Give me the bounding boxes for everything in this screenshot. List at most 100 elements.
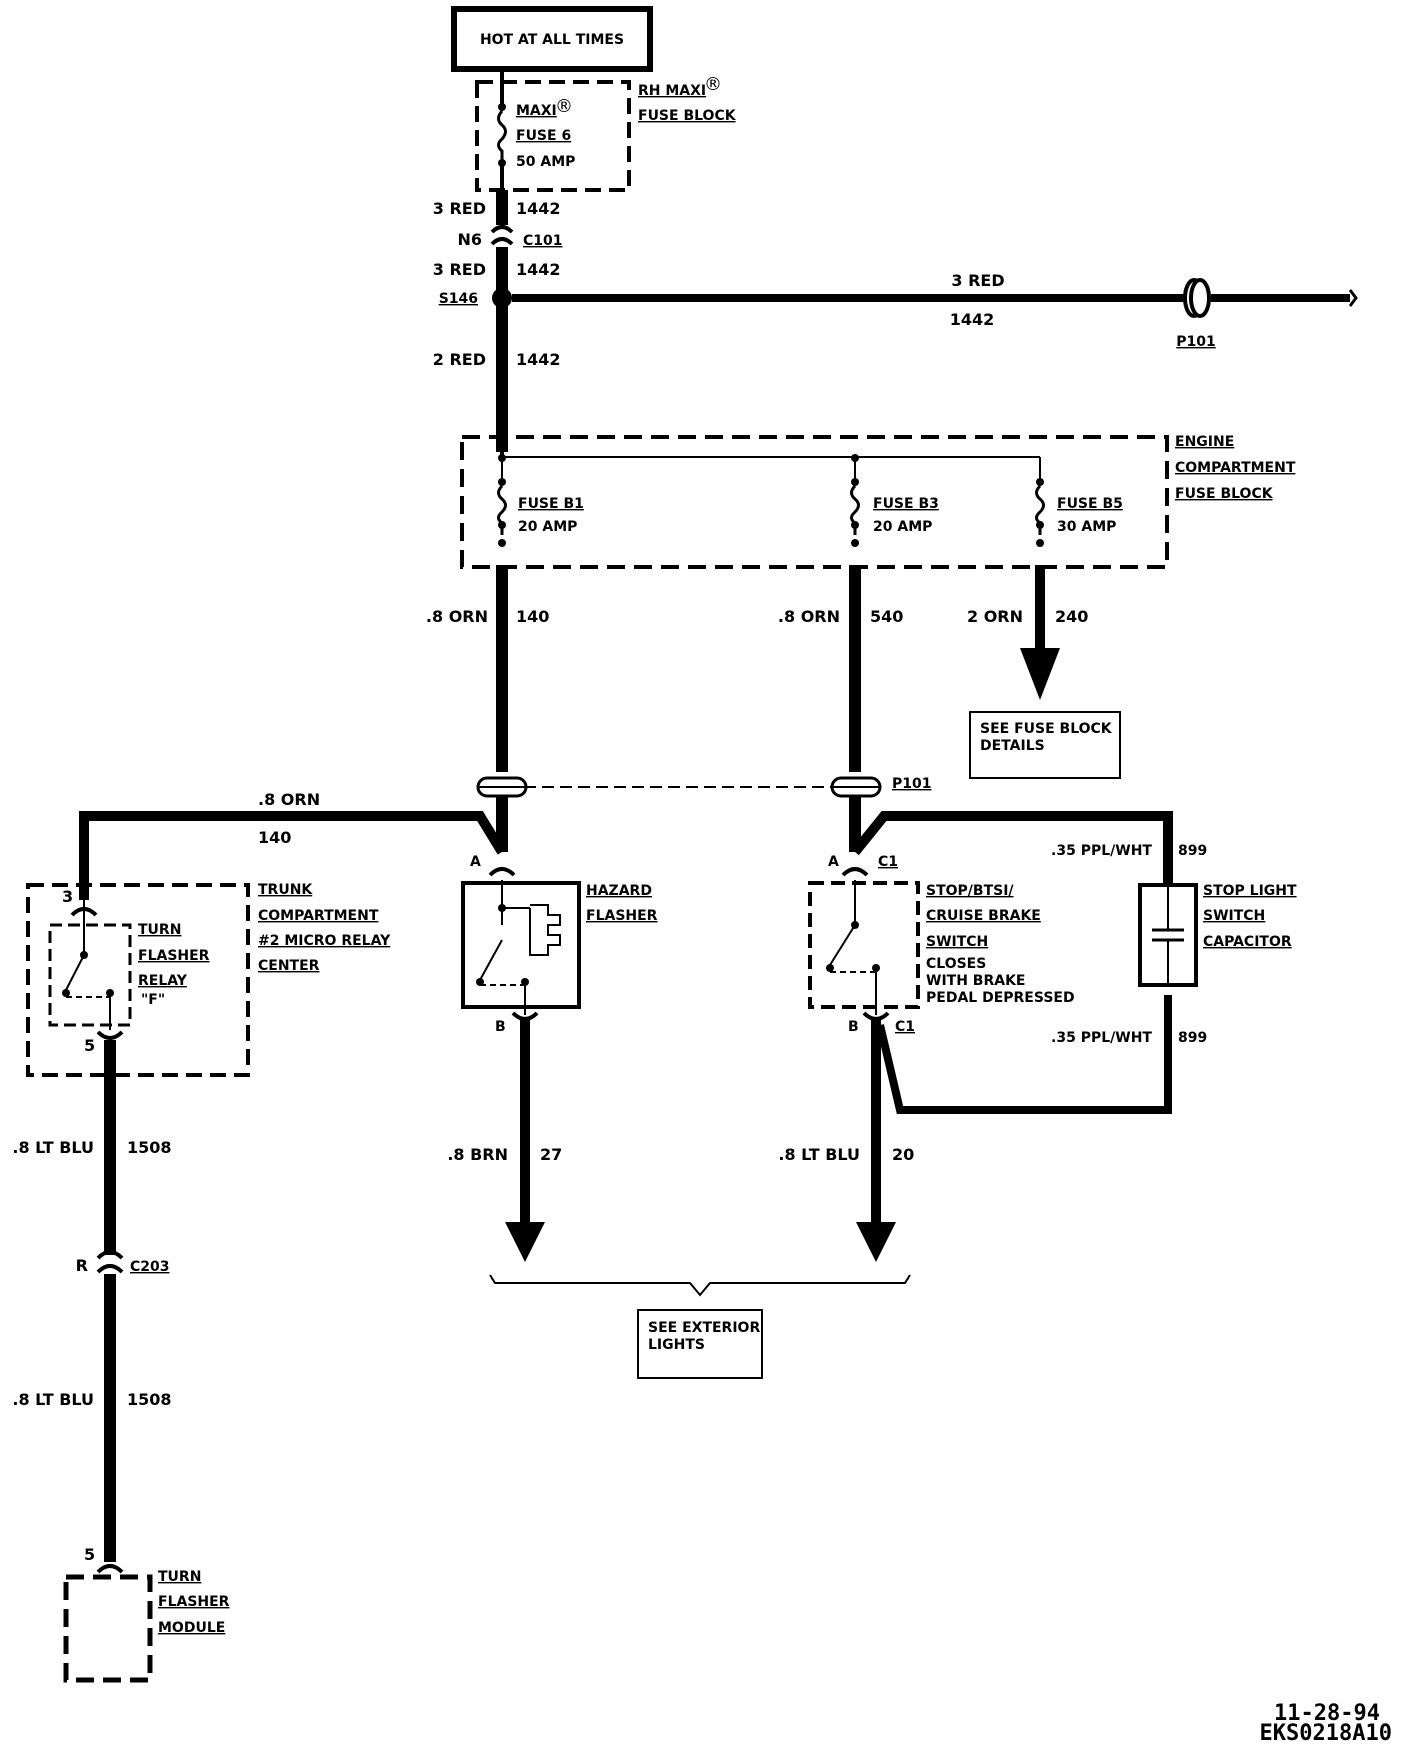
circuit-1442-mid: 1442 [516, 260, 561, 279]
rh-maxi-label: RH MAXI [638, 83, 706, 99]
out-b5-wire: 2 ORN [967, 607, 1023, 626]
fuse-b5-name: FUSE B5 [1057, 496, 1123, 512]
stop-conn-c1-top: C1 [878, 854, 898, 870]
relay-output-wire [96, 1040, 124, 1562]
maxi-fuse-block: MAXI ® FUSE 6 50 AMP [475, 69, 631, 192]
hot-label: HOT AT ALL TIMES [480, 32, 624, 48]
connector-pin-r: R [76, 1256, 88, 1275]
ext-wire-ltblu: .8 LT BLU [778, 1145, 860, 1164]
trunk-feed-circuit: 140 [258, 828, 291, 847]
relay-out-wire-upper: .8 LT BLU [12, 1138, 94, 1157]
fuse-b3 [850, 454, 860, 547]
maxi-fuse-rating: 50 AMP [516, 154, 575, 170]
fuse-b5 [1035, 478, 1045, 547]
center-title-3: #2 MICRO RELAY [258, 933, 391, 949]
stamp-code: EKS0218A10 [1260, 1721, 1392, 1746]
out-b3-wire: .8 ORN [778, 607, 840, 626]
exterior-lights-bracket: SEE EXTERIOR LIGHTS [489, 1274, 911, 1379]
engine-block-title-2: COMPARTMENT [1175, 460, 1296, 476]
exterior-lights-line2: LIGHTS [648, 1337, 705, 1353]
stop-switch [808, 811, 1173, 1262]
center-title-1: TRUNK [258, 882, 313, 898]
fuse-b5-rating: 30 AMP [1057, 519, 1116, 535]
hazard-pin-b: B [495, 1019, 506, 1035]
circuit-1442-lower: 1442 [516, 350, 561, 369]
engine-block-title-1: ENGINE [1175, 434, 1234, 450]
connector-c203: C203 [130, 1259, 170, 1275]
maxi-fuse-name: FUSE 6 [516, 128, 571, 144]
cap-title-1: STOP LIGHT [1203, 883, 1297, 899]
wire-3red-mid: 3 RED [433, 260, 486, 279]
trunk-feed-wire [79, 811, 507, 900]
module-title-3: MODULE [158, 1620, 225, 1636]
branch-right-wire [512, 278, 1358, 318]
fuse-b3-rating: 20 AMP [873, 519, 932, 535]
maxi-text: MAXI [516, 103, 557, 119]
wire-2red: 2 RED [433, 350, 486, 369]
main-feed-wire [490, 190, 514, 452]
stop-note-1: CLOSES [926, 956, 986, 972]
stop-note-3: PEDAL DEPRESSED [926, 990, 1075, 1006]
maxi-reg-mark: ® [555, 96, 573, 117]
splice-s146-label: S146 [439, 291, 478, 307]
connector-p101-right: P101 [1176, 334, 1215, 350]
hot-at-all-times-box: HOT AT ALL TIMES [451, 6, 653, 72]
stop-note-2: WITH BRAKE [926, 973, 1026, 989]
cap-circuit-top: 899 [1178, 843, 1207, 859]
cap-wire-bottom: .35 PPL/WHT [1051, 1030, 1152, 1046]
fuse-block-label: FUSE BLOCK [638, 108, 737, 124]
stop-title-1: STOP/BTSI/ [926, 883, 1014, 899]
fuse-block-details-line2: DETAILS [980, 738, 1045, 754]
engine-block-title-3: FUSE BLOCK [1175, 486, 1274, 502]
stop-title-2: CRUISE BRAKE [926, 908, 1041, 924]
stop-pin-b: B [848, 1019, 859, 1035]
hazard-flasher [461, 867, 581, 1262]
p101-connector [476, 776, 882, 852]
stop-title-3: SWITCH [926, 934, 988, 950]
relay-pin-3: 3 [62, 887, 73, 906]
connector-c101: C101 [523, 233, 563, 249]
stop-light-capacitor [1138, 883, 1198, 987]
module-title-2: FLASHER [158, 1594, 230, 1610]
wire-3red-upper: 3 RED [433, 199, 486, 218]
rh-maxi-reg-mark: ® [704, 74, 722, 95]
stop-conn-c1-bottom: C1 [895, 1019, 915, 1035]
cap-circuit-bottom: 899 [1178, 1030, 1207, 1046]
relay-out-circuit-upper: 1508 [127, 1138, 172, 1157]
fuse-b3-name: FUSE B3 [873, 496, 939, 512]
center-title-2: COMPARTMENT [258, 908, 379, 924]
circuit-1442-upper: 1442 [516, 199, 561, 218]
out-b1-wire: .8 ORN [426, 607, 488, 626]
fuse-b1-rating: 20 AMP [518, 519, 577, 535]
fuse-b1 [497, 454, 507, 547]
trunk-relay-center [26, 883, 250, 1077]
branch-circuit-1442: 1442 [950, 310, 995, 329]
module-pin-5: 5 [84, 1545, 95, 1564]
relay-out-wire-lower: .8 LT BLU [12, 1390, 94, 1409]
relay-title-3: RELAY [138, 973, 188, 989]
p101-label: P101 [892, 776, 931, 792]
hazard-title-2: FLASHER [586, 908, 658, 924]
relay-out-circuit-lower: 1508 [127, 1390, 172, 1409]
hazard-title-1: HAZARD [586, 883, 652, 899]
splice-s146-dot [492, 288, 512, 308]
center-title-4: CENTER [258, 958, 320, 974]
out-b1-circuit: 140 [516, 607, 549, 626]
hazard-pin-a: A [470, 854, 481, 870]
connector-pin-n6: N6 [457, 230, 482, 249]
cap-title-3: CAPACITOR [1203, 934, 1292, 950]
fuse-block-details-box: SEE FUSE BLOCK DETAILS [969, 711, 1121, 779]
stamp-date: 11-28-94 [1274, 1701, 1380, 1726]
ext-wire-brn: .8 BRN [447, 1145, 508, 1164]
ext-circuit-20: 20 [892, 1145, 914, 1164]
relay-title-1: TURN [138, 922, 181, 938]
branch-wire-3red: 3 RED [951, 271, 1004, 290]
trunk-feed-wire-label: .8 ORN [258, 790, 320, 809]
relay-pin-5: 5 [84, 1036, 95, 1055]
relay-title-2: FLASHER [138, 948, 210, 964]
stop-pin-a: A [828, 854, 839, 870]
relay-title-4: "F" [141, 992, 165, 1008]
module-title-1: TURN [158, 1569, 201, 1585]
cap-wire-top: .35 PPL/WHT [1051, 843, 1152, 859]
